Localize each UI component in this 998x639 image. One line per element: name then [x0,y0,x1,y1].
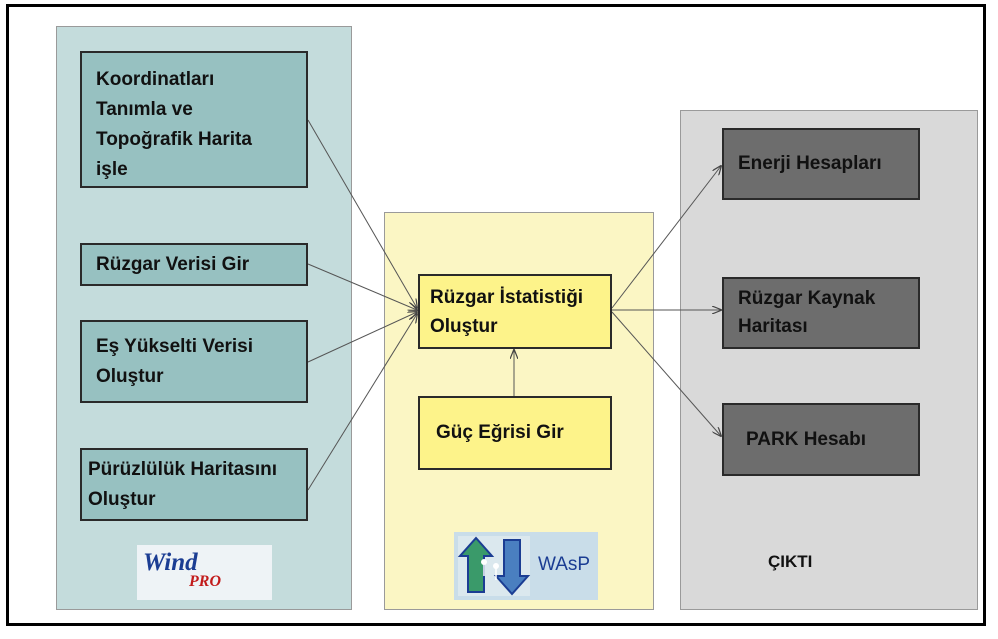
output-wind-resource-map-label: Rüzgar Kaynak Haritası [738,288,876,337]
step-create-roughness-map-label: Pürüzlülük Haritasını Oluştur [88,458,277,510]
wasp-logo: WAsP [454,532,598,600]
step-wind-statistics: Rüzgar İstatistiği Oluştur [418,274,612,349]
output-energy-calculations: Enerji Hesapları [722,128,920,200]
windpro-logo: Wind PRO [137,545,272,600]
output-panel-label: ÇIKTI [768,552,813,571]
wasp-logo-text: WAsP [538,554,591,575]
windpro-logo-sub: PRO [189,573,221,590]
arrow-coord-to-stat [307,119,417,308]
output-park-calculation: PARK Hesabı [722,403,920,476]
step-enter-wind-data: Rüzgar Verisi Gir [80,243,308,286]
arrow-stat-to-park [611,311,721,436]
step-power-curve: Güç Eğrisi Gir [418,396,612,470]
step-power-curve-label: Güç Eğrisi Gir [436,422,564,443]
step-wind-statistics-label: Rüzgar İstatistiği Oluştur [430,286,584,337]
arrow-stat-to-energy [611,166,721,309]
step-define-coordinates: Koordinatları Tanımla ve Topoğrafik Hari… [80,51,308,188]
arrow-wind-to-stat [307,263,417,310]
step-enter-wind-data-label: Rüzgar Verisi Gir [96,253,250,275]
step-define-coordinates-label: Koordinatları Tanımla ve Topoğrafik Hari… [96,69,252,180]
arrow-rough-to-stat [307,314,417,491]
step-create-elevation-data: Eş Yükselti Verisi Oluştur [80,320,308,403]
windpro-logo-main: Wind [143,549,198,576]
output-wind-resource-map: Rüzgar Kaynak Haritası [722,277,920,349]
output-energy-calculations-label: Enerji Hesapları [738,153,882,174]
step-create-elevation-data-label: Eş Yükselti Verisi Oluştur [96,335,254,387]
wasp-arrows-icon [457,536,531,596]
step-create-roughness-map: Pürüzlülük Haritasını Oluştur [80,448,308,521]
arrow-es-to-stat [307,312,417,363]
output-park-calculation-label: PARK Hesabı [746,428,867,450]
